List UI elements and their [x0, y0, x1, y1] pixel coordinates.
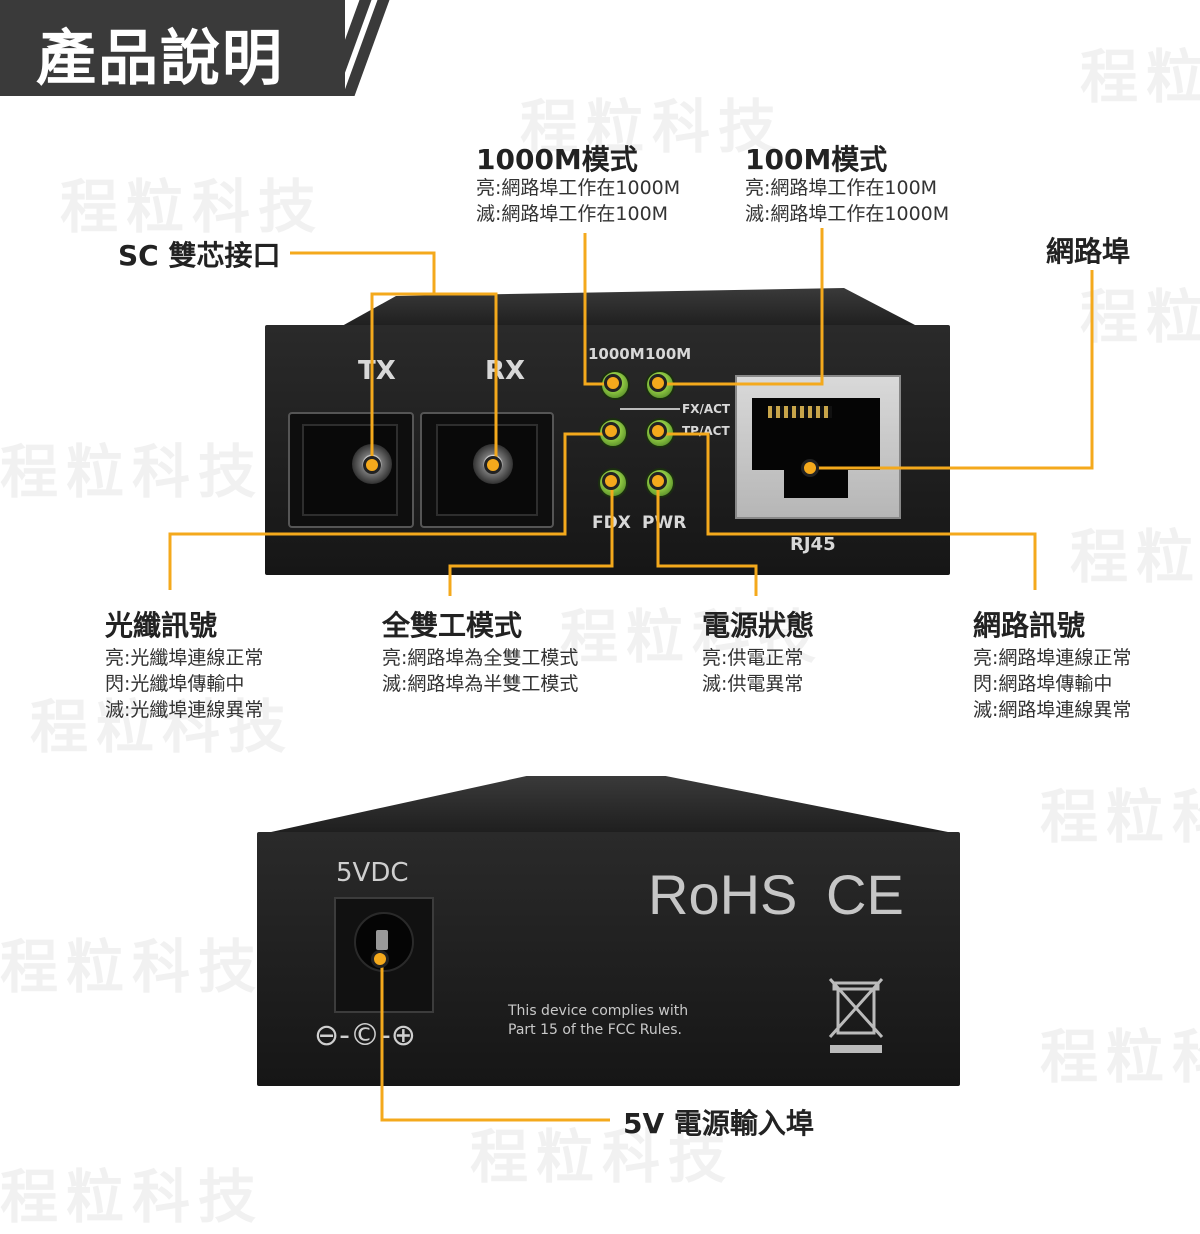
callout-title-lan: 網路埠 — [1046, 235, 1131, 268]
highlight-dot-tp-act — [649, 422, 667, 440]
pwr-label: PWR — [642, 513, 687, 533]
fcc-statement: This device complies with Part 15 of the… — [508, 1002, 688, 1040]
callout-line-lan — [810, 270, 1094, 470]
tx-label: TX — [358, 356, 396, 386]
callout-title-fiber: 光纖訊號 — [105, 609, 218, 642]
callout-desc-power: 亮:供電正常 滅:供電異常 — [702, 647, 804, 695]
callout-line-100m — [658, 228, 824, 386]
callout-line-5v — [380, 958, 610, 1122]
callout-line-power — [656, 485, 758, 596]
led-1000m-label: 1000M — [588, 345, 645, 363]
highlight-dot-100m — [649, 374, 667, 392]
callout-title-sc: SC 雙芯接口 — [118, 239, 281, 272]
rj45-label: RJ45 — [790, 534, 836, 555]
led-divider — [620, 408, 680, 410]
highlight-dot-1000m — [604, 374, 622, 392]
watermark: 程粒科技 — [60, 173, 325, 241]
fx-act-label: FX/ACT — [682, 402, 731, 416]
callout-title-net: 網路訊號 — [973, 609, 1086, 642]
callout-line-duplex — [448, 485, 614, 596]
header-banner — [0, 0, 345, 96]
callout-lines — [168, 228, 1094, 1122]
watermark: 程粒科技 — [560, 603, 825, 671]
callout-desc-net: 亮:網路埠連線正常 閃:網路埠傳輸中 滅:網路埠連線異常 — [973, 647, 1132, 721]
watermark: 程粒科技 — [1080, 283, 1200, 351]
rj45-pins — [768, 406, 832, 418]
fcc-line: Part 15 of the FCC Rules. — [508, 1022, 682, 1038]
dc-jack-pin — [376, 930, 388, 950]
watermark: 程粒科技 — [470, 1123, 735, 1191]
callout-line-sc — [290, 251, 436, 294]
callout-desc-fiber: 亮:光纖埠連線正常 閃:光纖埠傳輸中 滅:光纖埠連線異常 — [105, 647, 264, 721]
watermark: 程粒科技 — [30, 693, 295, 761]
callout-title-1000m: 1000M模式 — [476, 143, 638, 176]
watermark: 程粒科技 — [0, 438, 265, 506]
led-100m-label: 100M — [645, 345, 692, 363]
highlight-dot-fx-act — [602, 422, 620, 440]
highlight-dot-rx — [484, 456, 502, 474]
watermark: 程粒科技 — [1080, 43, 1200, 111]
fcc-line: This device complies with — [508, 1003, 689, 1019]
callout-line-fiber — [168, 432, 610, 590]
polarity-symbol: ⊖-©-⊕ — [314, 1018, 416, 1053]
callout-line-sc-bracket — [370, 292, 498, 465]
callout-title-duplex: 全雙工模式 — [382, 609, 523, 642]
highlight-dot-tx — [363, 456, 381, 474]
watermark: 程粒科技 — [1040, 1023, 1200, 1091]
callout-desc-duplex: 亮:網路埠為全雙工模式 滅:網路埠為半雙工模式 — [382, 647, 579, 695]
callout-title-power: 電源狀態 — [702, 609, 815, 642]
watermark: 程粒科技 — [1040, 783, 1200, 851]
page-title: 產品說明 — [36, 24, 284, 94]
watermark: 程粒科技 — [0, 933, 265, 1001]
highlight-dot-rj45 — [801, 459, 819, 477]
highlight-dot-fdx — [602, 472, 620, 490]
rohs-mark: RoHS — [648, 863, 798, 926]
callout-title-5v: 5V 電源輸入埠 — [623, 1107, 814, 1140]
callout-desc-100m: 亮:網路埠工作在100M 滅:網路埠工作在1000M — [745, 177, 950, 225]
callout-line-1000m — [583, 233, 612, 386]
rx-label: RX — [485, 356, 526, 386]
watermark: 程粒科技 — [520, 93, 785, 161]
ce-mark: CE — [826, 863, 904, 926]
highlight-dot-pwr — [649, 472, 667, 490]
callout-line-net — [658, 432, 1037, 590]
vdc-label: 5VDC — [336, 858, 409, 888]
watermark: 程粒科技 — [1070, 523, 1200, 591]
callout-desc-1000m: 亮:網路埠工作在1000M 滅:網路埠工作在100M — [476, 177, 681, 225]
callout-title-100m: 100M模式 — [745, 143, 888, 176]
highlight-dot-dc — [371, 950, 389, 968]
weee-bin-icon — [828, 977, 884, 1053]
